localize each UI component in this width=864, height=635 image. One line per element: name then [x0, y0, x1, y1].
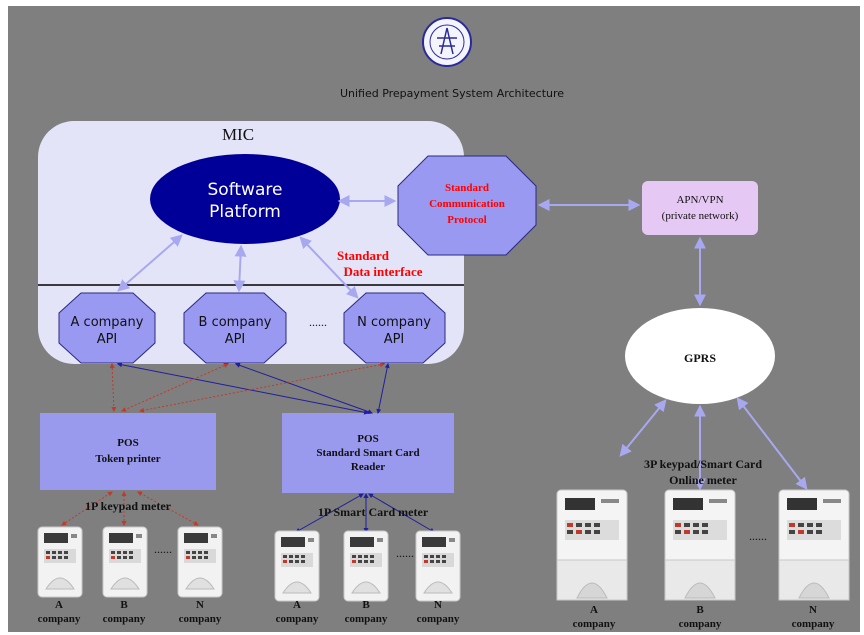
- software-platform-line2: Platform: [209, 202, 281, 222]
- gprs-meter-n-connector: [736, 397, 808, 490]
- api-ellipsis: ......: [309, 315, 327, 329]
- keypad-n-line2: company: [179, 613, 222, 625]
- keypad-b-line1: B: [120, 599, 128, 611]
- group-1p-keypad-label: 1P keypad meter: [85, 499, 172, 513]
- smart-a-line2: company: [276, 613, 319, 625]
- smart-meter-a-icon: [274, 530, 320, 602]
- api-n-line2: API: [384, 332, 405, 347]
- group-1p-smart-label: 1P Smart Card meter: [318, 505, 429, 519]
- online-n-line1: N: [809, 604, 817, 616]
- smart-a-line1: A: [293, 599, 301, 611]
- apn-line2: (private network): [662, 210, 739, 222]
- api-b-line2: API: [225, 332, 246, 347]
- diagram-title: Unified Prepayment System Architecture: [340, 87, 564, 100]
- pos-smart-line2: Standard Smart Card: [316, 447, 419, 459]
- smart-b-line1: B: [362, 599, 370, 611]
- online-n-line2: company: [792, 618, 835, 630]
- api-b-node: B company API: [183, 292, 287, 364]
- data-interface-line1: Standard: [337, 248, 390, 263]
- api-a-line1: A company: [71, 315, 144, 330]
- gprs-label: GPRS: [684, 351, 716, 365]
- data-interface-line2: Data interface: [343, 264, 422, 279]
- smart-n-line2: company: [417, 613, 460, 625]
- group-3p-label-line2: Online meter: [669, 473, 737, 487]
- pos-token-printer-node: [40, 413, 216, 490]
- online-ellipsis: ......: [749, 529, 767, 543]
- online-b-line2: company: [679, 618, 722, 630]
- online-meter-b-icon: [664, 489, 736, 601]
- api-a-line2: API: [97, 332, 118, 347]
- platform-api-n-connector: [299, 236, 359, 299]
- keypad-a-line1: A: [55, 599, 63, 611]
- protocol-line2: Communication: [429, 198, 505, 210]
- software-platform-line1: Software: [208, 180, 283, 200]
- smart-meter-b-icon: [343, 530, 389, 602]
- api-n-line1: N company: [357, 315, 431, 330]
- apn-vpn-node: [642, 181, 758, 235]
- smart-ellipsis: ......: [396, 546, 414, 560]
- software-platform-node: [150, 154, 340, 244]
- platform-api-a-connector: [117, 234, 183, 292]
- smart-b-line2: company: [345, 613, 388, 625]
- keypad-meter-n-icon: [177, 526, 223, 598]
- pos-token-line2: Token printer: [95, 453, 160, 465]
- pos-smart-line1: POS: [357, 433, 378, 445]
- group-3p-label-line1: 3P keypad/Smart Card: [644, 457, 762, 471]
- protocol-node: Standard Communication Protocol: [397, 155, 537, 256]
- online-a-line2: company: [573, 618, 616, 630]
- api-a-node: A company API: [58, 292, 156, 364]
- pos-smart-line3: Reader: [351, 461, 385, 473]
- logo-seal-icon: [422, 17, 472, 67]
- protocol-line1: Standard: [445, 182, 489, 194]
- keypad-meter-a-icon: [37, 526, 83, 598]
- light-connectors: [117, 195, 808, 491]
- apn-line1: APN/VPN: [676, 194, 723, 206]
- keypad-meter-b-icon: [102, 526, 148, 598]
- keypad-b-line2: company: [103, 613, 146, 625]
- api-b-line1: B company: [199, 315, 272, 330]
- pos-smart-card-reader-node: [282, 413, 454, 493]
- keypad-n-line1: N: [196, 599, 204, 611]
- smart-n-line1: N: [434, 599, 442, 611]
- online-meter-a-icon: [556, 489, 628, 601]
- keypad-a-line2: company: [38, 613, 81, 625]
- red-connectors: [61, 362, 385, 526]
- online-b-line1: B: [696, 604, 704, 616]
- gprs-meter-a-connector: [619, 399, 667, 457]
- pos-token-line1: POS: [117, 437, 138, 449]
- api-n-node: N company API: [343, 292, 446, 364]
- platform-api-b-connector: [233, 244, 247, 293]
- smart-meter-n-icon: [415, 530, 461, 602]
- protocol-line3: Protocol: [447, 214, 487, 226]
- online-meter-n-icon: [778, 489, 850, 601]
- keypad-ellipsis: ......: [154, 542, 172, 556]
- gprs-node: [625, 308, 775, 404]
- mic-label: MIC: [222, 125, 254, 144]
- online-a-line1: A: [590, 604, 598, 616]
